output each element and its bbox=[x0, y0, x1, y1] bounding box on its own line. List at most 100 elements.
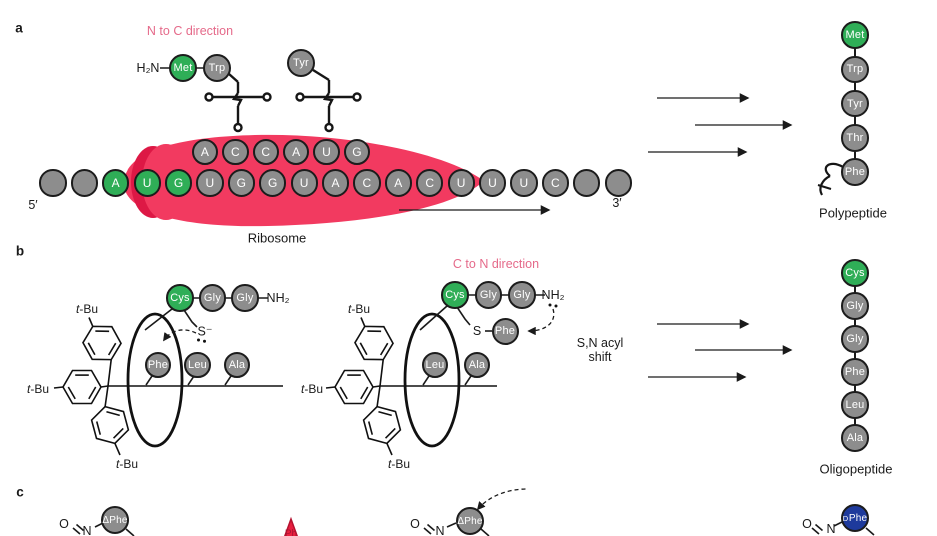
amide-label: NH₂ bbox=[541, 288, 565, 302]
anticodon-base: C bbox=[252, 138, 279, 166]
peptide-residue: Gly bbox=[474, 281, 503, 309]
mrna-base: G bbox=[259, 169, 287, 197]
mrna-base: U bbox=[510, 169, 538, 197]
tbu-bu: -Bu bbox=[351, 302, 371, 316]
anticodon-base: A bbox=[283, 138, 310, 166]
trityl-middle bbox=[325, 317, 497, 456]
tbu-bu: -Bu bbox=[391, 457, 411, 471]
tbu-label: t-Bu bbox=[76, 302, 98, 316]
peptide-residue: Cys bbox=[441, 281, 469, 309]
polypeptide-label: Polypeptide bbox=[819, 205, 887, 221]
polypeptide-residue: Tyr bbox=[841, 89, 869, 118]
oxygen-label: O bbox=[59, 517, 69, 531]
tbu-bu: -Bu bbox=[30, 382, 50, 396]
acyl-shift-label-line1: S,N acyl bbox=[576, 336, 624, 350]
anticodon-base: A bbox=[191, 138, 219, 166]
panel-a-arrows bbox=[399, 93, 793, 215]
anticodon-base: C bbox=[222, 138, 249, 166]
panel-b-arrows bbox=[648, 319, 793, 382]
polypeptide-residue: Met bbox=[841, 21, 869, 49]
mrna-base: U bbox=[479, 169, 507, 197]
dehydro-phe-circle-2: ΔPhe bbox=[456, 507, 484, 535]
mrna-base: U bbox=[447, 169, 475, 197]
tbu-t: t bbox=[115, 457, 120, 471]
support-residue: Leu bbox=[184, 351, 211, 379]
mrna-base: C bbox=[541, 169, 569, 197]
tbu-label: t-Bu bbox=[388, 457, 410, 471]
tbu-bu: -Bu bbox=[79, 302, 99, 316]
trna-squiggle bbox=[817, 162, 844, 196]
tbu-t: t bbox=[75, 302, 80, 316]
mrna-base bbox=[604, 169, 632, 197]
tbu-bu: -Bu bbox=[304, 382, 324, 396]
support-residue: Ala bbox=[223, 351, 251, 379]
c-to-n-direction-label: C to N direction bbox=[452, 257, 540, 271]
peptide-residue: Cys bbox=[166, 284, 194, 312]
tbu-t: t bbox=[387, 457, 392, 471]
mrna-base bbox=[573, 169, 601, 197]
nitrogen-label: N bbox=[435, 524, 445, 536]
thioester-residue-circle: Phe bbox=[491, 317, 519, 345]
oligopeptide-residue: Gly bbox=[841, 325, 869, 353]
thiolate-attack-arrow bbox=[163, 329, 197, 342]
tbu-label: t-Bu bbox=[348, 302, 370, 316]
oligopeptide-residue: Cys bbox=[841, 259, 869, 287]
mrna-base: C bbox=[353, 169, 381, 197]
tbu-label: t-Bu bbox=[301, 382, 323, 396]
tbu-bu: -Bu bbox=[119, 457, 139, 471]
amine-terminus-label: H₂N bbox=[136, 61, 160, 75]
oxygen-label: O bbox=[410, 517, 420, 531]
oxygen-label: O bbox=[802, 517, 812, 531]
three-prime-label: 3′ bbox=[612, 196, 622, 210]
trityl-left bbox=[53, 317, 283, 456]
ribosome-label: Ribosome bbox=[247, 230, 307, 246]
thiolate-label: S⁻ bbox=[197, 324, 213, 339]
oligopeptide-residue: Gly bbox=[841, 292, 869, 320]
oligopeptide-residue: Phe bbox=[841, 358, 869, 386]
support-residue: Leu bbox=[421, 351, 449, 379]
incoming-residue-circle: Tyr bbox=[287, 49, 315, 77]
oligopeptide-residue: Ala bbox=[841, 424, 869, 452]
panel-c-label: c bbox=[16, 484, 24, 500]
acyl-shift-label-line2: shift bbox=[588, 350, 612, 364]
amine-attack-arrow bbox=[527, 308, 555, 336]
nascent-residue: Met bbox=[169, 54, 197, 82]
sulfur-label: S bbox=[472, 324, 482, 338]
star-label: Ph bbox=[284, 528, 298, 536]
panel-c-dashed-arrow bbox=[476, 488, 528, 511]
polypeptide-residue: Thr bbox=[841, 124, 869, 152]
oligopeptide-residue: Leu bbox=[841, 391, 869, 419]
polypeptide-residue: Phe bbox=[841, 158, 869, 186]
tbu-label: t-Bu bbox=[27, 382, 49, 396]
peptide-residue: Gly bbox=[231, 284, 259, 312]
amide-label: NH₂ bbox=[266, 291, 290, 305]
nitrogen-label: N bbox=[826, 522, 836, 536]
structure-c1-bonds bbox=[72, 522, 135, 536]
tbu-t: t bbox=[347, 302, 352, 316]
five-prime-label: 5′ bbox=[28, 198, 38, 212]
support-residue: Phe bbox=[144, 351, 172, 379]
mrna-base: U bbox=[133, 169, 161, 197]
polypeptide-residue: Trp bbox=[841, 55, 869, 84]
trna-2 bbox=[295, 68, 362, 133]
tbu-label: t-Bu bbox=[116, 457, 138, 471]
tbu-t: t bbox=[26, 382, 31, 396]
panel-a-label: a bbox=[15, 20, 23, 36]
mrna-base: U bbox=[196, 169, 224, 197]
d-phe-label: Phe bbox=[848, 512, 868, 524]
support-residue: Ala bbox=[463, 351, 491, 379]
selection-ellipse-middle bbox=[403, 312, 461, 448]
nascent-residue: Trp bbox=[203, 54, 231, 82]
peptide-residue: Gly bbox=[508, 281, 536, 309]
mrna-base: G bbox=[227, 169, 255, 197]
mrna-base: G bbox=[165, 169, 193, 197]
mrna-base: A bbox=[102, 169, 130, 197]
n-to-c-direction-label: N to C direction bbox=[146, 24, 234, 38]
mrna-base: U bbox=[290, 169, 318, 197]
nitrogen-label: N bbox=[82, 524, 92, 536]
star-burst bbox=[284, 516, 298, 536]
mrna-base: C bbox=[416, 169, 444, 197]
selection-ellipse-left bbox=[126, 312, 184, 448]
